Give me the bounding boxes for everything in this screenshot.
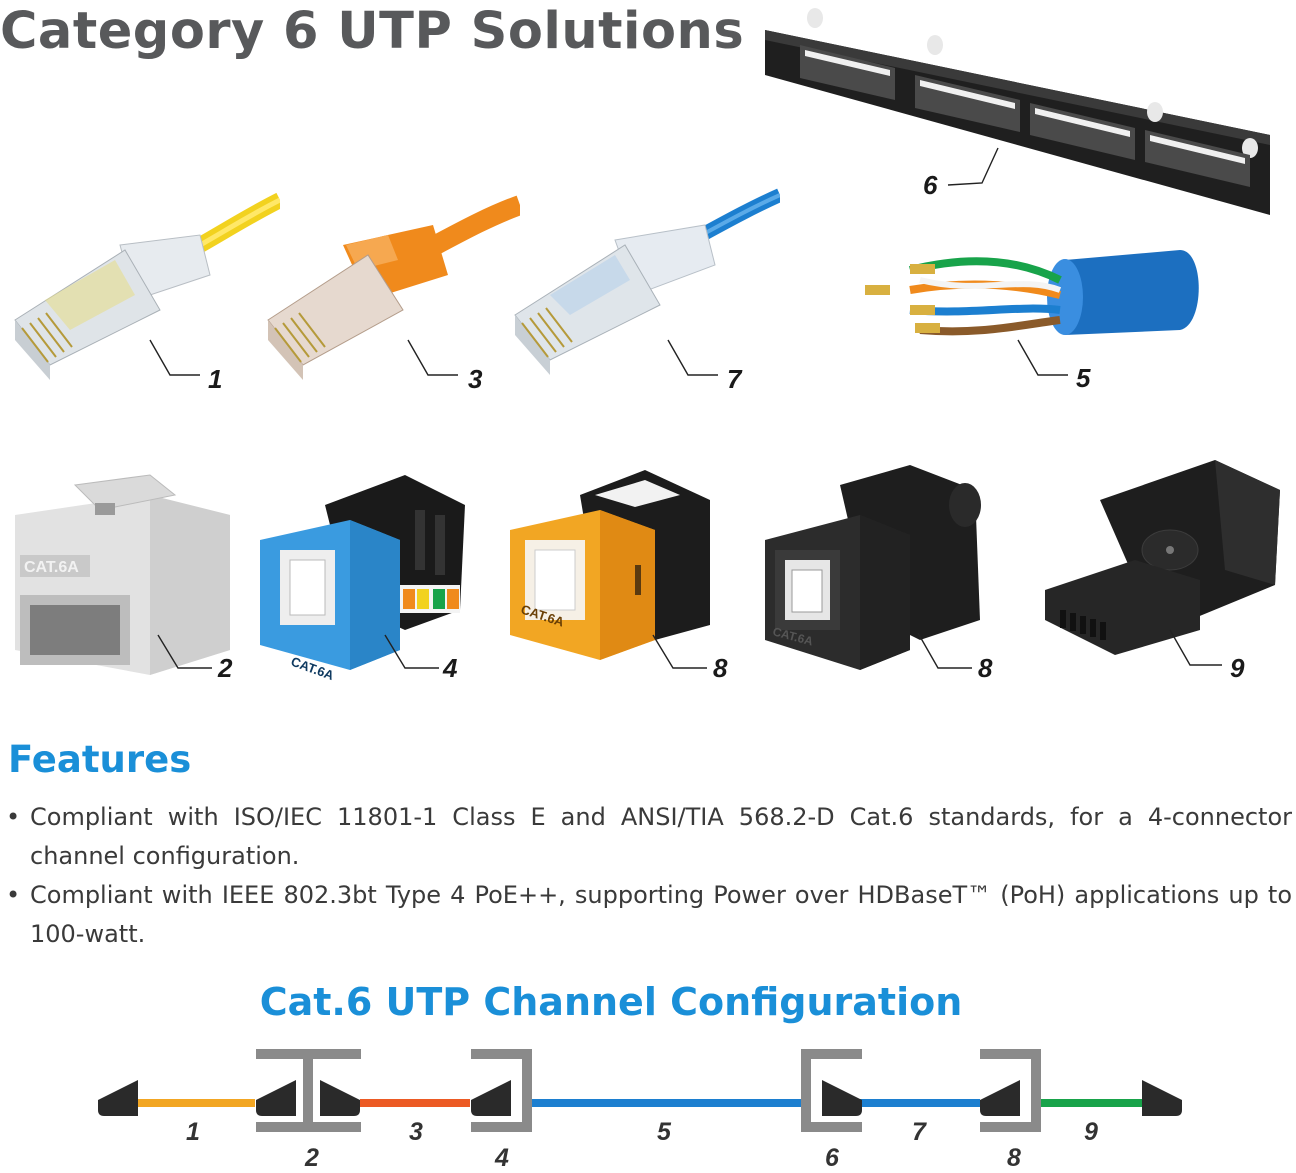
callout-number: 6 — [923, 170, 938, 200]
product-patch-panel: 6 — [760, 0, 1296, 225]
component-label: 2 — [304, 1144, 319, 1172]
panel-frame-6 — [801, 1049, 862, 1132]
callout-number: 8 — [713, 653, 728, 683]
features-list: Compliant with ISO/IEC 11801-1 Class E a… — [6, 798, 1292, 954]
patch-cord-yellow-image — [14, 192, 284, 380]
coupler-label: CAT.6A — [24, 559, 79, 576]
coupler-frame — [256, 1049, 361, 1132]
segment-label: 7 — [912, 1118, 927, 1146]
component-label: 8 — [1007, 1144, 1021, 1172]
callout-number: 4 — [443, 653, 458, 683]
plug-icon — [256, 1080, 296, 1116]
segment-label: 5 — [657, 1118, 672, 1146]
callout-number: 7 — [727, 364, 742, 394]
callout-number: 3 — [468, 364, 483, 394]
callout-number: 9 — [1230, 653, 1245, 683]
page-title: Category 6 UTP Solutions — [0, 2, 745, 61]
segment-label: 1 — [186, 1118, 200, 1146]
feature-item: Compliant with ISO/IEC 11801-1 Class E a… — [6, 798, 1292, 876]
product-jack-blue: CAT.6A 4 — [255, 465, 475, 690]
callout-number: 8 — [978, 653, 993, 683]
channel-config-title: Cat.6 UTP Channel Configuration — [259, 980, 963, 1024]
jack-frame-8 — [980, 1049, 1041, 1132]
callout-number: 2 — [218, 653, 233, 683]
segment-label: 3 — [409, 1118, 423, 1146]
patch-cord-orange-image — [267, 195, 524, 380]
segment-label: 9 — [1084, 1118, 1098, 1146]
callout-number: 1 — [208, 364, 223, 394]
utp-cable-image — [865, 250, 1199, 376]
feature-item: Compliant with IEEE 802.3bt Type 4 PoE++… — [6, 876, 1292, 954]
component-label: 4 — [494, 1144, 509, 1172]
coupler-white-image: CAT.6A — [15, 474, 230, 675]
product-jack-orange: CAT.6A 8 — [505, 465, 755, 690]
jack-orange-image: CAT.6A — [510, 470, 710, 669]
patch-cord-blue-image — [514, 188, 783, 376]
plug-icon — [1142, 1080, 1182, 1116]
plug-icon — [822, 1080, 862, 1116]
product-field-plug-black: 9 — [1040, 455, 1296, 690]
product-coupler-white: CAT.6A 2 — [0, 455, 250, 690]
jack-blue-image: CAT.6A — [260, 475, 465, 683]
callout-number: 5 — [1076, 363, 1091, 393]
features-heading: Features — [8, 738, 192, 781]
product-patch-cord-yellow: 1 — [0, 150, 284, 400]
jack-frame-4 — [471, 1049, 532, 1132]
plug-icon — [471, 1080, 511, 1116]
product-utp-cable: 5 — [850, 235, 1210, 395]
plug-icon — [98, 1080, 138, 1116]
channel-diagram: 1 3 5 7 9 2 4 6 8 — [98, 1049, 1182, 1172]
jack-black-image: CAT.6A — [765, 465, 981, 670]
patch-panel-image — [765, 8, 1270, 215]
product-jack-black: CAT.6A 8 — [760, 455, 1015, 690]
plug-icon — [320, 1080, 360, 1116]
plug-icon — [980, 1080, 1020, 1116]
field-plug-black-image — [1045, 460, 1280, 666]
product-patch-cord-orange: 3 — [258, 150, 524, 400]
product-patch-cord-blue: 7 — [505, 150, 783, 400]
component-label: 6 — [825, 1144, 840, 1172]
